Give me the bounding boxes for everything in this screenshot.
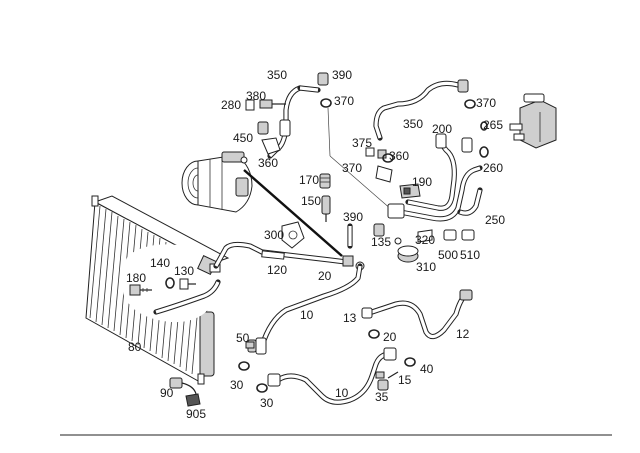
callout-90: 90	[160, 386, 174, 400]
callout-450: 450	[233, 131, 253, 145]
bolt-180	[129, 284, 152, 296]
callout-20-lower: 20	[383, 330, 397, 344]
callout-13: 13	[343, 311, 357, 325]
callout-905: 905	[186, 407, 206, 421]
callout-170: 170	[299, 173, 319, 187]
ac-compressor	[181, 151, 253, 213]
callout-10-bottom: 10	[335, 386, 349, 400]
callout-120: 120	[267, 263, 287, 277]
callout-50: 50	[236, 331, 250, 345]
callout-200: 200	[432, 122, 452, 136]
callout-15: 15	[398, 373, 412, 387]
callout-500: 500	[438, 248, 458, 262]
condenser	[85, 195, 230, 385]
callout-10-mid: 10	[300, 308, 314, 322]
callout-30-bottom: 30	[260, 396, 274, 410]
callout-12: 12	[456, 327, 470, 341]
fitting-130	[179, 278, 196, 290]
seal-ring-140	[165, 277, 175, 289]
callout-30-left: 30	[230, 378, 244, 392]
callout-360-right: 360	[389, 149, 409, 163]
assignment-line	[243, 169, 343, 257]
pressure-sensor	[169, 377, 201, 407]
callout-350-right: 350	[403, 117, 423, 131]
callout-370-right: 370	[476, 96, 496, 110]
expansion-valve	[509, 93, 557, 149]
callout-310: 310	[416, 260, 436, 274]
callout-labels: 350 390 380 280 370 450 360 375 350 200 …	[126, 68, 505, 421]
callout-140: 140	[150, 256, 170, 270]
callout-135: 135	[371, 235, 391, 249]
callout-370-top: 370	[334, 94, 354, 108]
callout-390-top: 390	[332, 68, 352, 82]
callout-375: 375	[352, 136, 372, 150]
callout-250: 250	[485, 213, 505, 227]
callout-390-mid: 390	[343, 210, 363, 224]
callout-360-left: 360	[258, 156, 278, 170]
callout-510: 510	[460, 248, 480, 262]
callout-260: 260	[483, 161, 503, 175]
callout-130: 130	[174, 264, 194, 278]
callout-380: 380	[246, 89, 266, 103]
bracket-300	[281, 221, 305, 249]
callout-370-mid: 370	[342, 161, 362, 175]
callout-190: 190	[412, 175, 432, 189]
callout-150: 150	[301, 194, 321, 208]
callout-80: 80	[128, 340, 142, 354]
callout-35: 35	[375, 390, 389, 404]
callout-350-top: 350	[267, 68, 287, 82]
callout-300: 300	[264, 228, 284, 242]
callout-40: 40	[420, 362, 434, 376]
callout-180: 180	[126, 271, 146, 285]
callout-320: 320	[415, 233, 435, 247]
callout-265: 265	[483, 118, 503, 132]
callout-280: 280	[221, 98, 241, 112]
callout-20-mid: 20	[318, 269, 332, 283]
